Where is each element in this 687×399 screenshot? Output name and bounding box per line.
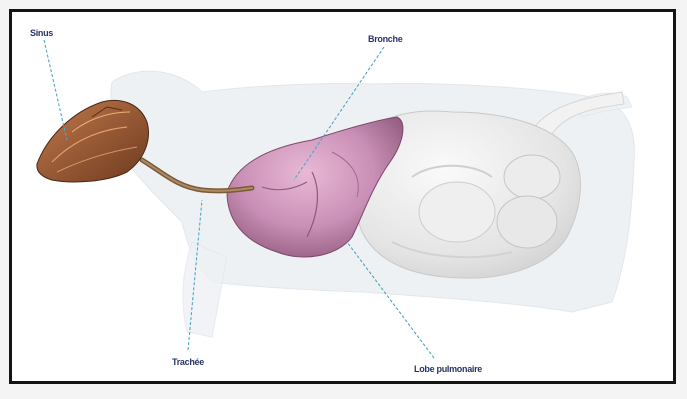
cow-respiratory-illustration <box>12 12 673 381</box>
sinus-head <box>37 100 149 182</box>
label-bronche: Bronche <box>368 34 402 44</box>
leader-line-sinus <box>44 40 67 140</box>
label-trachee: Trachée <box>172 357 204 367</box>
label-sinus: Sinus <box>30 28 53 38</box>
label-lobe-pulmonaire: Lobe pulmonaire <box>414 364 482 374</box>
diagram-frame: Sinus Bronche Trachée Lobe pulmonaire <box>9 9 676 384</box>
